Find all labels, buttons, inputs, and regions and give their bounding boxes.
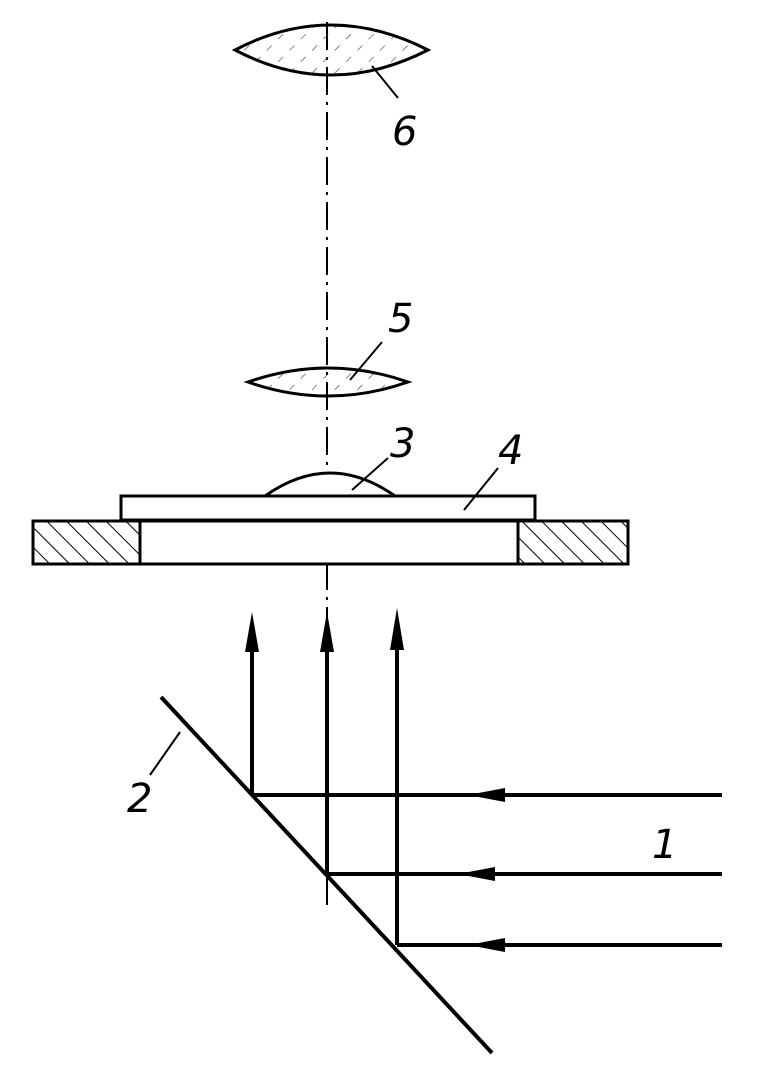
arrowhead-reflected-center	[320, 612, 334, 652]
label-2: 2	[127, 776, 152, 822]
label-5: 5	[388, 296, 413, 342]
label-1: 1	[652, 822, 677, 868]
leader-line-4	[463, 467, 499, 511]
specimen: 3	[264, 421, 415, 498]
leader-line-5	[349, 341, 383, 381]
arrowhead-reflected-right	[390, 608, 404, 650]
stage-opening	[138, 519, 520, 566]
arrowhead-incident-top	[468, 788, 505, 802]
objective-lens: 5	[243, 296, 413, 398]
incident-rays: 1	[252, 788, 722, 952]
reflected-rays	[245, 608, 404, 945]
label-4: 4	[498, 428, 523, 474]
leader-line-3	[351, 457, 389, 491]
mirror: 2	[127, 695, 494, 1055]
label-6: 6	[392, 109, 417, 155]
leader-line-6	[371, 65, 399, 99]
arrowhead-reflected-left	[245, 612, 259, 652]
eyepiece-lens: 6	[231, 23, 432, 155]
stage-right-block	[516, 519, 630, 566]
stage-left-block	[31, 519, 142, 566]
arrowhead-incident-bottom	[468, 938, 505, 952]
leader-line-2	[149, 731, 181, 776]
stage	[31, 519, 630, 566]
glass-slide: 4	[119, 428, 537, 522]
label-3: 3	[390, 421, 415, 467]
arrowhead-incident-middle	[458, 867, 495, 881]
